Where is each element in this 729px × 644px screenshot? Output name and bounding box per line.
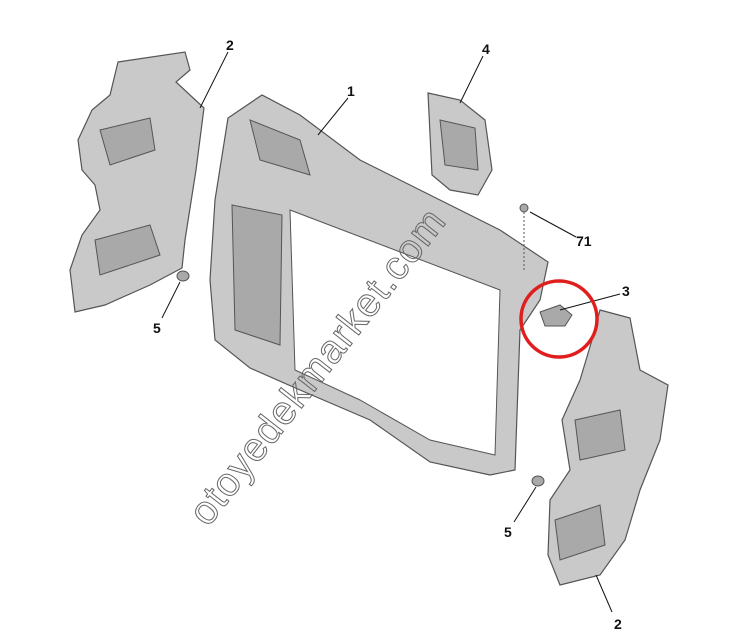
- label-2-bottom: 2: [614, 616, 622, 632]
- part-5-fastener-right[interactable]: [531, 475, 545, 487]
- part-3-clip[interactable]: [539, 304, 573, 327]
- label-2-top: 2: [226, 37, 234, 53]
- label-4: 4: [482, 41, 490, 57]
- part-5-fastener-left[interactable]: [176, 270, 190, 282]
- part-71-screw[interactable]: [519, 203, 529, 270]
- label-71: 71: [576, 233, 592, 249]
- label-3: 3: [622, 283, 630, 299]
- part-1-front-panel[interactable]: [209, 94, 549, 476]
- leader-lines: [161, 51, 621, 613]
- label-5-right: 5: [504, 524, 512, 540]
- part-2-left-air-deflector[interactable]: [69, 51, 205, 313]
- part-4-bracket[interactable]: [427, 92, 493, 196]
- part-2-right-air-deflector[interactable]: [547, 309, 669, 586]
- label-1: 1: [347, 83, 355, 99]
- highlight-circle: [519, 279, 599, 359]
- label-5-left: 5: [153, 320, 161, 336]
